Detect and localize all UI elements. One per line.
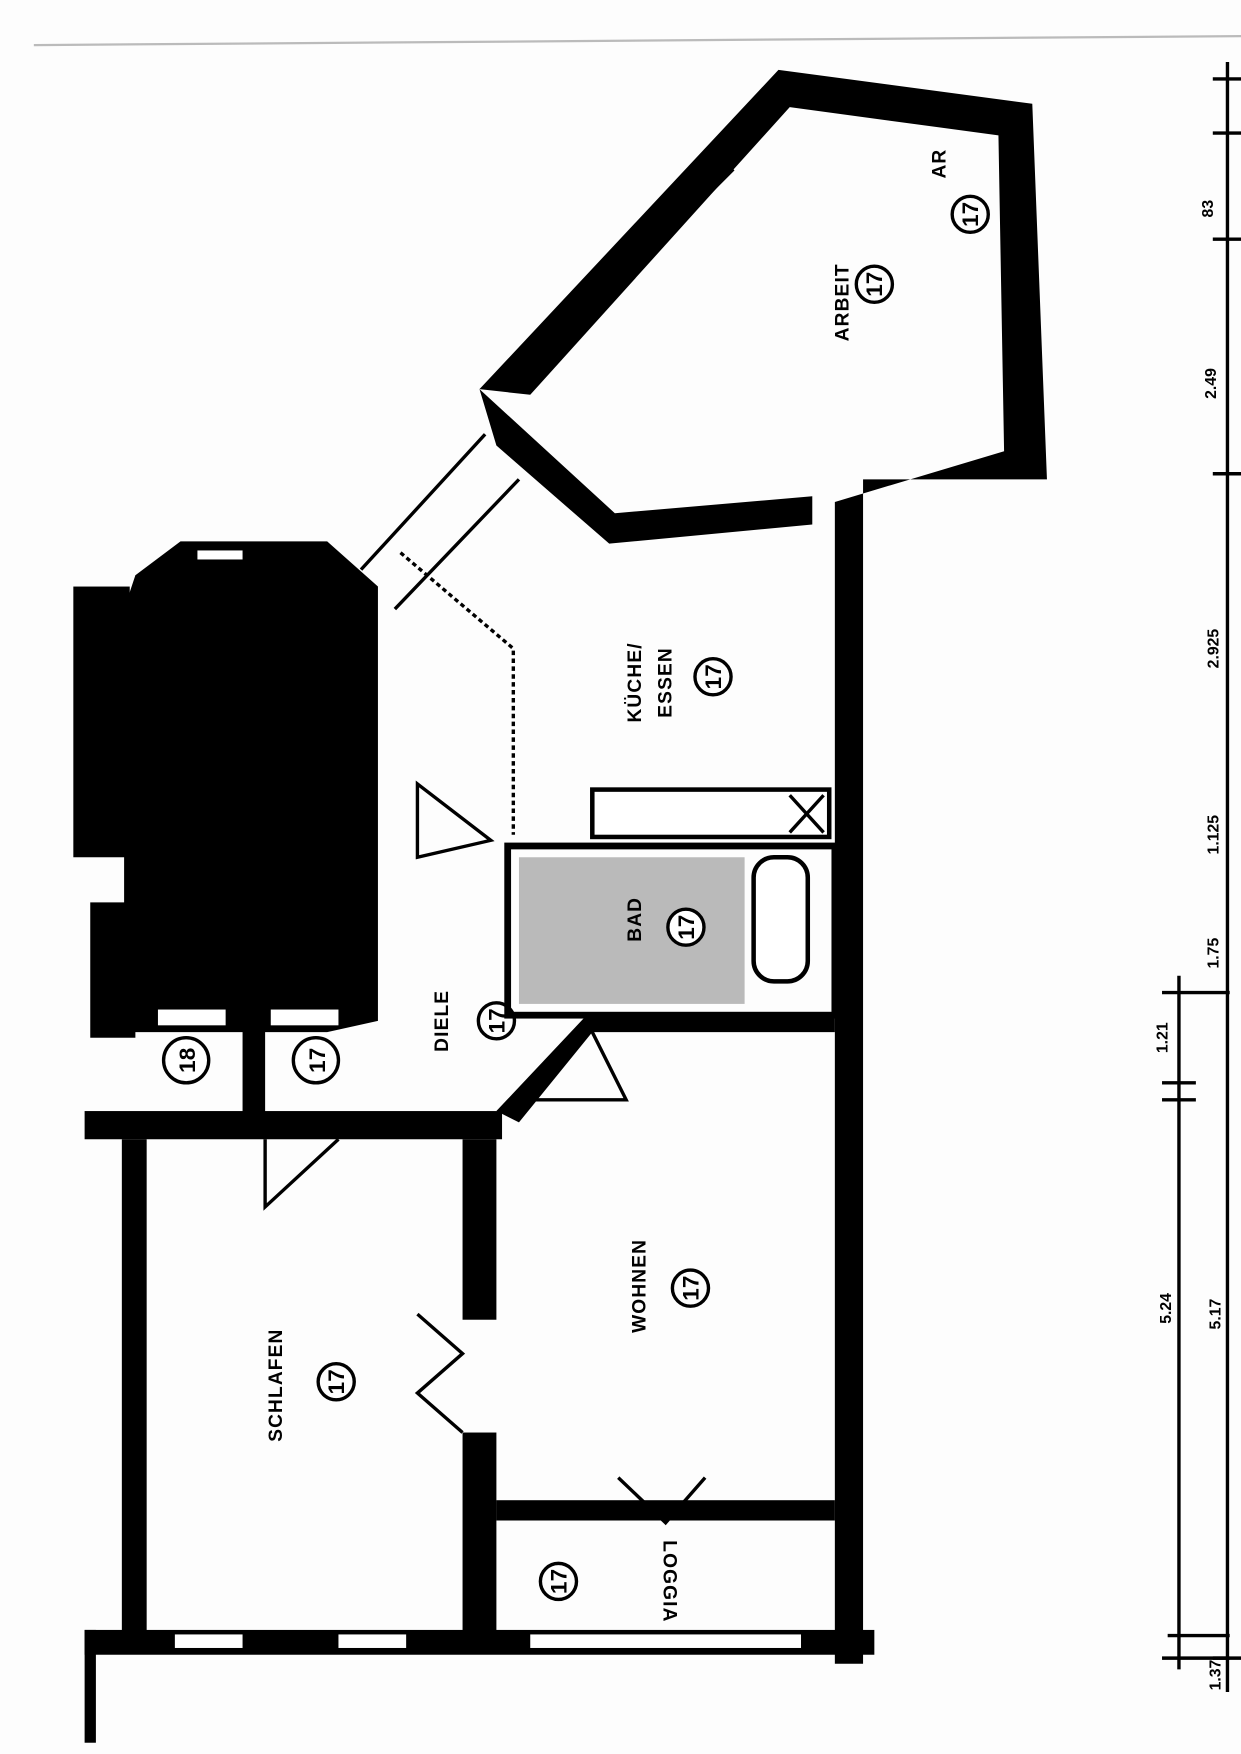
room-label: AR xyxy=(929,149,950,179)
window-schlafen-1 xyxy=(174,1634,243,1648)
dimension-label: 2.49 xyxy=(1203,368,1220,399)
room-number-circle xyxy=(476,1001,517,1041)
schlafen-door xyxy=(414,1312,466,1434)
room-label: WOHNEN xyxy=(629,1239,650,1333)
stair-outer-wall-2 xyxy=(90,902,136,1038)
stair-marker-text: 18 xyxy=(175,1048,200,1073)
bad-walls xyxy=(504,842,839,1019)
stair-door-1 xyxy=(157,1009,226,1026)
window-arbeit xyxy=(647,156,735,244)
dimension-line-inner: 1.21 5.24 xyxy=(1155,975,1230,1670)
room-ar: AR 17 xyxy=(929,149,990,235)
room-number: 17 xyxy=(701,664,726,689)
room-number: 17 xyxy=(958,202,983,227)
bathtub xyxy=(751,855,811,984)
bad-tiles xyxy=(518,857,745,1004)
scan-edge xyxy=(33,34,1241,47)
loggia-wall xyxy=(496,1500,835,1521)
kitchen-box-cross xyxy=(788,794,825,834)
room-kueche-essen: KÜCHE/ ESSEN 17 xyxy=(625,642,733,723)
room-number-circle xyxy=(950,194,990,235)
diele-bad-wall xyxy=(496,1015,835,1123)
schlafen-left-wall xyxy=(121,1139,147,1636)
left-edge-wall xyxy=(84,1629,96,1743)
room-label: ARBEIT xyxy=(832,263,853,341)
room-label: DIELE xyxy=(432,990,453,1052)
stairwell xyxy=(124,541,378,1033)
room-label: BAD xyxy=(625,897,646,942)
dimension-label: 5.24 xyxy=(1158,1293,1175,1324)
room-number: 17 xyxy=(484,1008,509,1033)
window-loggia xyxy=(530,1634,802,1648)
room-number-circle xyxy=(693,657,733,697)
wohnen-top-wall xyxy=(84,1111,503,1140)
partition-lower xyxy=(462,1432,497,1636)
dimension-label: 1.37 xyxy=(1208,1659,1225,1690)
dimension-label: 1.21 xyxy=(1155,1022,1172,1053)
stair-window xyxy=(197,550,243,560)
room-label: KÜCHE/ xyxy=(625,642,646,722)
room-loggia: LOGGIA 17 xyxy=(538,1540,679,1623)
window-arbeit-2 xyxy=(540,303,600,368)
room-label: LOGGIA xyxy=(658,1540,679,1622)
dimension-label: 83 xyxy=(1200,200,1217,218)
room-label-line2: ESSEN xyxy=(655,647,676,718)
loggia-door xyxy=(617,1476,707,1526)
room-diele: DIELE 17 xyxy=(432,990,517,1052)
room-arbeit: ARBEIT 17 xyxy=(832,263,895,341)
room-number-circle xyxy=(854,264,895,304)
stair-divider xyxy=(242,1026,266,1117)
room-number: 17 xyxy=(678,1276,703,1301)
room-number-circle xyxy=(666,907,706,947)
room-number: 17 xyxy=(674,915,699,940)
partition-upper xyxy=(462,1139,497,1320)
window-schlafen-2 xyxy=(338,1634,407,1648)
kitchen-counter xyxy=(399,551,516,835)
room-number-circle xyxy=(538,1561,579,1602)
stair-outer-wall xyxy=(73,586,130,858)
kitchen-diagonal-wall xyxy=(479,389,813,544)
dimension-line-outer: 83 2.49 2.925 1.125 1.75 5.17 1.37 xyxy=(1200,62,1241,1692)
room-label: SCHLAFEN xyxy=(266,1328,287,1441)
room-number: 17 xyxy=(324,1369,349,1394)
room-number: 17 xyxy=(862,272,887,297)
diele-door-swing xyxy=(263,780,629,1211)
room-wohnen: WOHNEN 17 xyxy=(629,1239,711,1333)
stair-marker-18: 18 xyxy=(161,1036,211,1085)
stair-marker-text: 17 xyxy=(305,1048,330,1073)
dimension-label: 2.925 xyxy=(1205,629,1222,669)
room-schlafen: SCHLAFEN 17 xyxy=(266,1328,356,1442)
room-bad: BAD 17 xyxy=(625,897,706,947)
room-number-circle xyxy=(316,1362,356,1402)
room-number: 17 xyxy=(546,1569,571,1594)
room-number-circle xyxy=(670,1268,711,1308)
stair-marker-17: 17 xyxy=(291,1036,341,1085)
dimension-label: 1.75 xyxy=(1205,938,1222,969)
dimension-label: 5.17 xyxy=(1208,1299,1225,1330)
dimension-label: 1.125 xyxy=(1205,815,1222,855)
stair-door-2 xyxy=(270,1009,339,1026)
entry-diagonal xyxy=(359,433,521,611)
